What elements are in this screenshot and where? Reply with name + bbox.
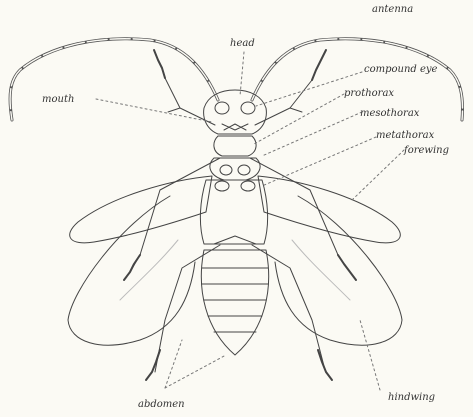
head-outline [204, 90, 267, 134]
label-head: head [230, 39, 255, 49]
antenna-right [252, 39, 463, 120]
label-mesothorax: mesothorax [360, 109, 419, 119]
label-mouth: mouth [42, 95, 74, 105]
prothorax-outline [214, 136, 256, 156]
forewing-left [70, 176, 212, 243]
metathorax-outline [200, 180, 267, 244]
label-prothorax: prothorax [344, 89, 394, 99]
hindwing-right [275, 196, 402, 345]
compound-eye-left [215, 102, 229, 114]
antenna-left [10, 39, 218, 120]
forewing-right [258, 176, 400, 243]
hind-leg-left [155, 245, 220, 372]
label-metathorax: metathorax [376, 131, 434, 141]
middle-leg-right [250, 158, 350, 272]
abdomen-outline [201, 250, 268, 355]
compound-eye-right [241, 102, 255, 114]
mouthparts [222, 124, 248, 130]
label-antenna: antenna [372, 5, 413, 15]
mesothorax-outline [210, 158, 260, 180]
label-hindwing: hindwing [388, 393, 435, 403]
label-forewing: forewing [404, 146, 449, 156]
label-compound-eye: compound eye [364, 65, 437, 75]
label-abdomen: abdomen [138, 400, 185, 410]
